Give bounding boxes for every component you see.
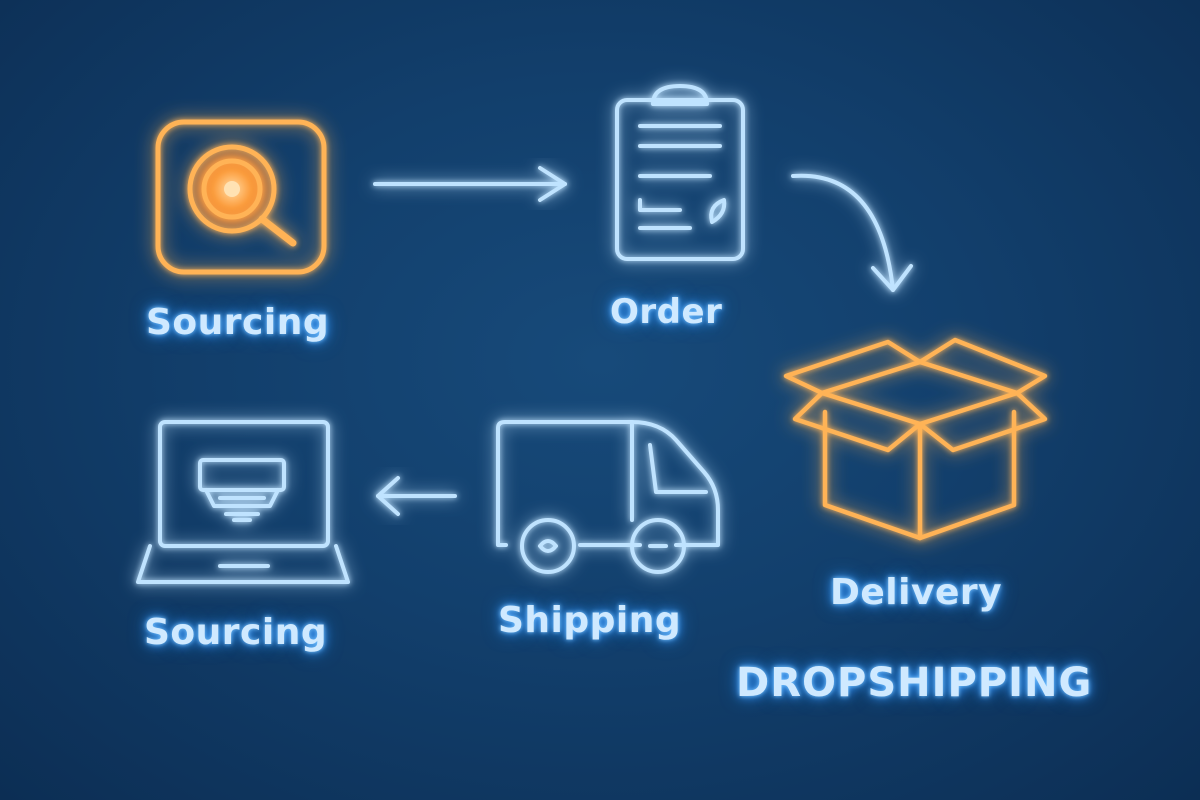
step-label-delivery: Delivery [830, 572, 1003, 613]
arrow-left-icon [376, 476, 457, 516]
curved-arrow-icon [791, 173, 913, 292]
clipboard-icon [615, 84, 745, 261]
arrow-right-icon [373, 166, 567, 202]
step-label-sourcing: Sourcing [146, 302, 330, 343]
open-box-icon [783, 337, 1048, 541]
brand-title: DROPSHIPPING [736, 660, 1093, 706]
magnifier-icon [155, 119, 327, 275]
delivery-truck-icon [496, 420, 720, 574]
step-label-shipping: Shipping [498, 600, 682, 641]
step-label-sourcing-laptop: Sourcing [144, 612, 328, 653]
step-label-order: Order [610, 292, 723, 332]
laptop-icon [136, 420, 350, 584]
